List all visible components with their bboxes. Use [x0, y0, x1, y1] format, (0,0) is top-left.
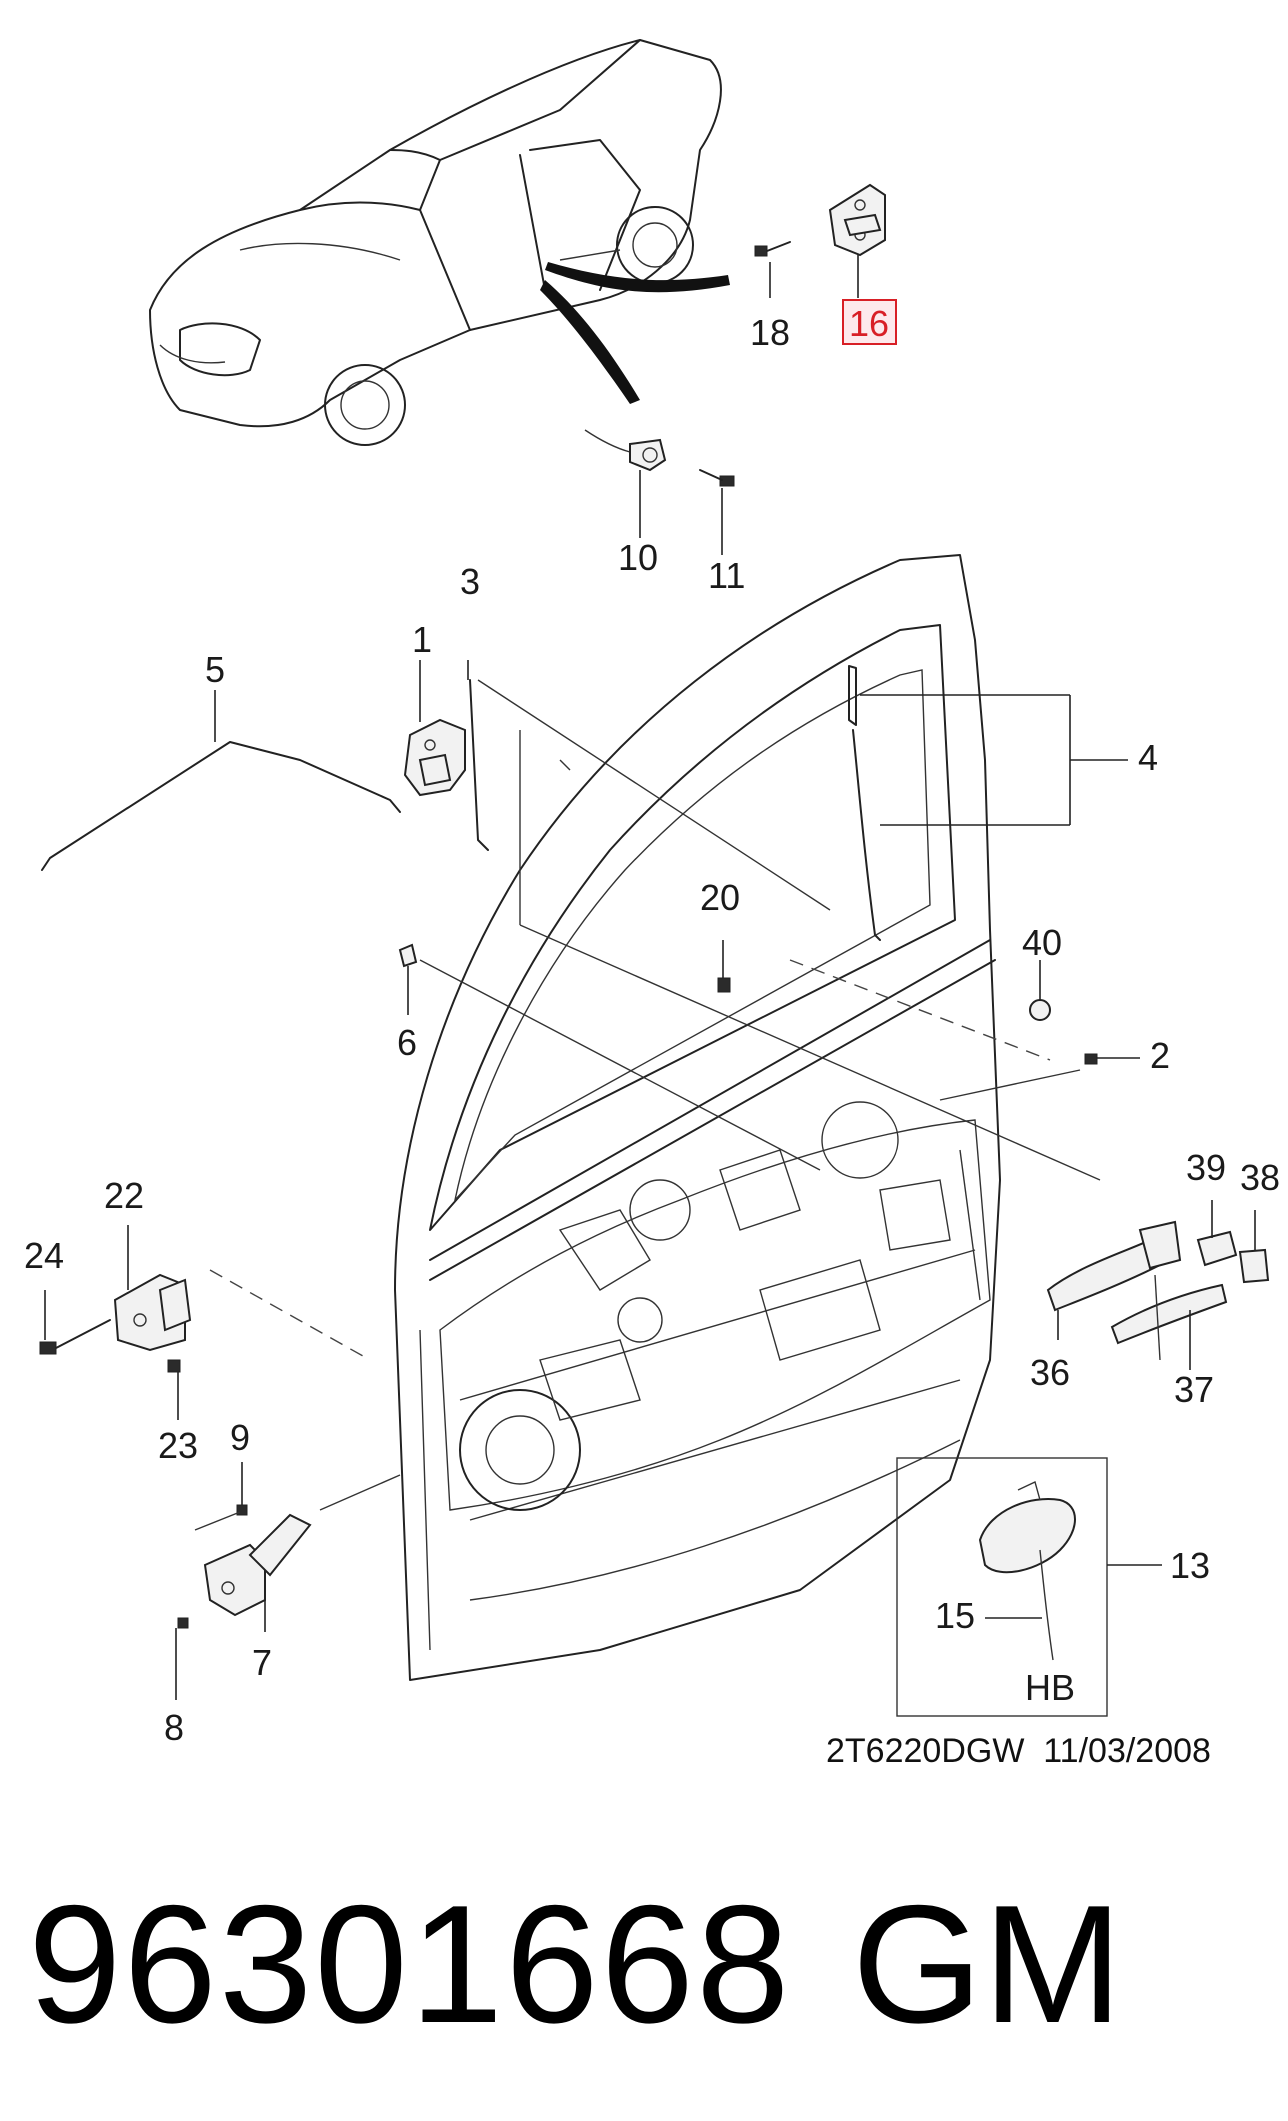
callout-labels: 18 16 10 11 3 1 5 4 20 40 6 2 22 39 38 2…	[24, 299, 1280, 1748]
door-panel	[394, 554, 1001, 1681]
small-fasteners	[398, 940, 1140, 1065]
callout-1: 1	[412, 619, 432, 660]
parts-diagram: 18 16 10 11 3 1 5 4 20 40 6 2 22 39 38 2…	[24, 39, 1280, 1748]
outside-handle-drawing	[1046, 1200, 1270, 1370]
callout-5: 5	[205, 649, 225, 690]
highlight-box-16	[842, 299, 897, 345]
callout-10: 10	[618, 537, 658, 578]
callout-22: 22	[104, 1175, 144, 1216]
car-illustration	[149, 39, 730, 446]
callout-20: 20	[700, 877, 740, 918]
callout-9: 9	[230, 1417, 250, 1458]
part-7-check-strap-drawing	[175, 1462, 312, 1700]
callout-hb: HB	[1025, 1667, 1075, 1708]
drawing-code: 2T6220DGW 11/03/2008	[826, 1732, 1211, 1770]
part-18-drawing	[754, 241, 791, 298]
callout-3: 3	[460, 561, 480, 602]
callout-24: 24	[24, 1235, 64, 1276]
callout-40: 40	[1022, 922, 1062, 963]
callout-11: 11	[708, 555, 745, 596]
brand-name: GM	[852, 1870, 1123, 2058]
callout-8: 8	[164, 1707, 184, 1748]
part-4-drawing	[848, 665, 1128, 941]
callout-23: 23	[158, 1425, 198, 1466]
callout-2: 2	[1150, 1035, 1170, 1076]
assembly-leader-lines	[209, 679, 1101, 1511]
callout-7: 7	[252, 1642, 272, 1683]
callout-13: 13	[1170, 1545, 1210, 1586]
part-16-drawing	[828, 183, 886, 298]
part-22-hinge-drawing	[39, 1225, 192, 1420]
part-number: 96301668	[28, 1870, 792, 2058]
callout-36: 36	[1030, 1352, 1070, 1393]
callout-38: 38	[1240, 1157, 1280, 1198]
part-10-11-drawing	[584, 429, 735, 555]
callout-16: 16	[849, 303, 889, 344]
inset-handle-variant	[896, 1457, 1162, 1717]
callout-6: 6	[397, 1022, 417, 1063]
part-5-drawing	[41, 690, 401, 871]
part-1-drawing	[403, 660, 489, 851]
callout-39: 39	[1186, 1147, 1226, 1188]
callout-15: 15	[935, 1595, 975, 1636]
callout-18: 18	[750, 312, 790, 353]
callout-37: 37	[1174, 1369, 1214, 1410]
callout-4: 4	[1138, 737, 1158, 778]
